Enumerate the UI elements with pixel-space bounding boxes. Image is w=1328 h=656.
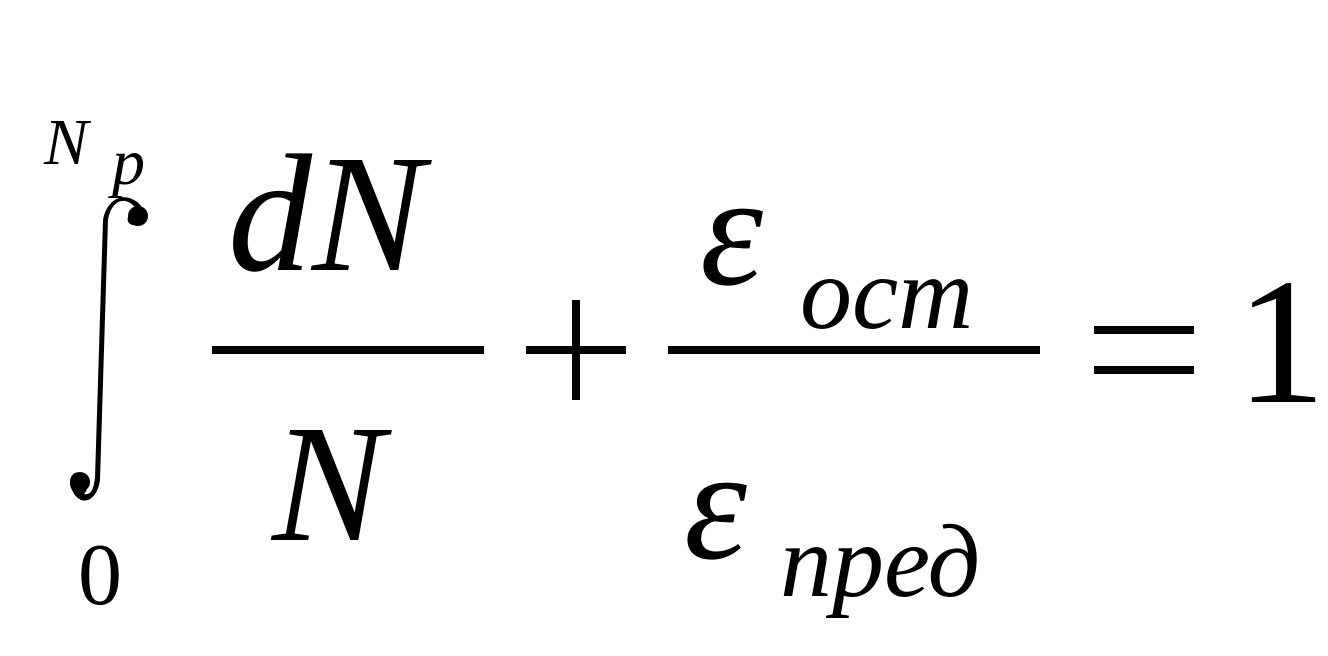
integral-lower-limit: 0 [78,527,122,624]
equals-sign-bottom [1094,366,1194,374]
integral-upper-limit-subscript: p [112,126,145,199]
plus-sign-vertical [572,300,580,400]
fraction1-numerator: dN [228,121,425,307]
fraction2-bar [668,346,1040,354]
integral-sign [69,197,148,501]
fraction1-bar [212,346,484,354]
fraction2-denominator-epsilon: ε [684,415,748,593]
equals-sign-top [1094,326,1194,334]
fraction2-numerator-epsilon: ε [700,141,764,319]
fraction2-denominator-subscript: пред [780,504,981,619]
fraction2-numerator-subscript: ост [800,236,974,351]
integral-upper-limit: N [44,106,89,179]
fraction1-denominator: N [272,391,385,577]
result-value: 1 [1236,242,1326,441]
